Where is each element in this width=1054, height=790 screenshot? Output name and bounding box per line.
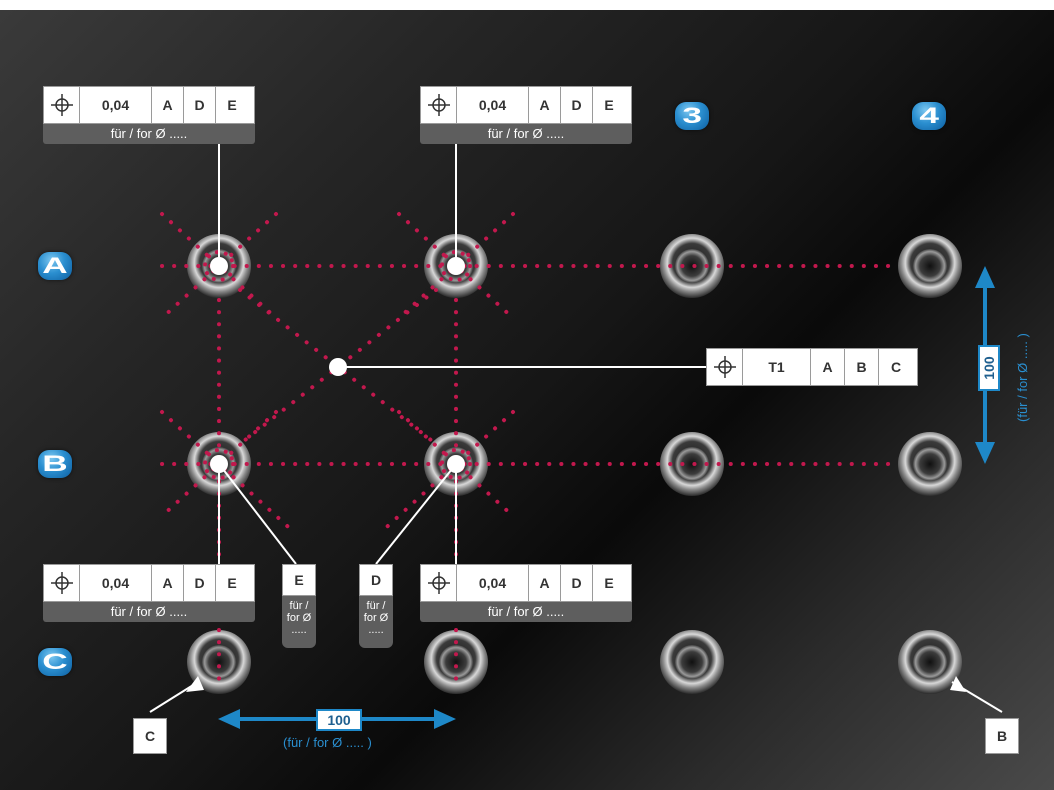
fcf-datum-1: A <box>811 349 845 385</box>
position-tolerance-icon <box>44 87 80 123</box>
fcf-datum-3: C <box>890 359 902 375</box>
bushings <box>187 234 962 694</box>
row-label-a: A <box>42 253 68 278</box>
fcf-tolerance: 0,04 <box>80 87 152 123</box>
fcf-center: T1 A B C <box>706 348 918 386</box>
position-tolerance-icon <box>707 349 743 385</box>
dimension-arrows <box>218 266 995 729</box>
note-line: für / <box>366 600 386 612</box>
dim-horizontal-arrow-right <box>434 709 456 729</box>
fcf-datum-2: D <box>184 87 216 123</box>
row-badge-c: C <box>38 648 72 676</box>
row-badge-a: A <box>38 252 72 280</box>
feature-points <box>186 257 966 692</box>
leader-b2-d <box>375 463 457 565</box>
fcf-top-left: 0,04 A D E <box>43 86 255 124</box>
note-line: ..... <box>291 624 307 636</box>
dotted-lines <box>160 212 902 692</box>
dotted-diagonal-1 <box>238 288 438 446</box>
bushing-a4 <box>898 234 962 298</box>
dotted-star-a2-1 <box>397 212 515 320</box>
fcf-tolerance: 0,04 <box>80 565 152 601</box>
row-badge-b: B <box>38 450 72 478</box>
datum-d-label: D <box>359 564 393 596</box>
datum-e-note: für / for Ø ..... <box>282 596 316 648</box>
fcf-datum-2: D <box>561 87 593 123</box>
fcf-datum-2: D <box>561 565 593 601</box>
dim-vertical-value: 100 <box>978 345 1000 391</box>
dotted-ring-b2 <box>440 448 472 480</box>
arrowhead-b <box>950 676 966 692</box>
point-center <box>329 358 347 376</box>
datum-d-note: für / for Ø ..... <box>359 596 393 648</box>
fcf-datum-1: A <box>529 565 561 601</box>
bushing-b3 <box>660 432 724 496</box>
fcf-note: für / for Ø ..... <box>43 124 255 144</box>
dim-vertical-note: (für / for Ø ..... ) <box>1015 333 1030 422</box>
leader-lines <box>149 142 1003 713</box>
fcf-bottom-left: 0,04 A D E <box>43 564 255 602</box>
note-line: for Ø <box>286 612 312 624</box>
fcf-tolerance: T1 <box>743 349 811 385</box>
column-badge-4: 4 <box>912 102 946 130</box>
position-tolerance-icon <box>421 565 457 601</box>
point-b1 <box>210 455 228 473</box>
dotted-star-a1-2 <box>160 212 278 320</box>
dim-horizontal-value: 100 <box>316 709 362 731</box>
bushing-b4 <box>898 432 962 496</box>
dotted-ring-b1 <box>203 448 235 480</box>
note-line: für / <box>289 600 309 612</box>
fcf-tolerance: 0,04 <box>457 565 529 601</box>
arrowhead-c <box>186 676 204 692</box>
row-label-b: B <box>42 451 68 476</box>
column-label-3: 3 <box>682 103 702 128</box>
fcf-datum-2: B <box>845 349 879 385</box>
dotted-star-a1-1 <box>160 212 278 320</box>
dotted-star-b1-2 <box>160 410 278 518</box>
fcf-note: für / for Ø ..... <box>420 124 632 144</box>
point-b2 <box>447 455 465 473</box>
fcf-note: für / for Ø ..... <box>43 602 255 622</box>
point-a1 <box>210 257 228 275</box>
dotted-star-b2-1 <box>397 410 515 518</box>
fcf-datum-1: A <box>152 565 184 601</box>
position-tolerance-icon <box>421 87 457 123</box>
datum-e-label: E <box>282 564 316 596</box>
dim-vertical-arrow-top <box>975 266 995 288</box>
fcf-tolerance: 0,04 <box>457 87 529 123</box>
point-a2 <box>447 257 465 275</box>
fcf-datum-3: E <box>604 575 614 591</box>
fcf-datum-3: E <box>227 575 237 591</box>
row-label-c: C <box>42 649 68 674</box>
corner-label-c: C <box>133 718 167 754</box>
corner-label-b: B <box>985 718 1019 754</box>
note-line: for Ø <box>363 612 389 624</box>
dim-horizontal-note: (für / for Ø ..... ) <box>283 735 372 750</box>
bushing-c2 <box>424 630 488 694</box>
position-tolerance-icon <box>44 565 80 601</box>
fcf-datum-1: A <box>152 87 184 123</box>
bushing-c1 <box>187 630 251 694</box>
fcf-datum-2: D <box>184 565 216 601</box>
bushing-c4 <box>898 630 962 694</box>
fcf-datum-1: A <box>529 87 561 123</box>
dotted-star-a2-2 <box>397 212 515 320</box>
fcf-datum-3: E <box>604 97 614 113</box>
dim-vertical-arrow-bottom <box>975 442 995 464</box>
column-badge-3: 3 <box>675 102 709 130</box>
note-line: ..... <box>368 624 384 636</box>
dotted-diagonal-2 <box>238 288 438 446</box>
fcf-top-right: 0,04 A D E <box>420 86 632 124</box>
fcf-bottom-right: 0,04 A D E <box>420 564 632 602</box>
bushing-c3 <box>660 630 724 694</box>
bushing-a3 <box>660 234 724 298</box>
fcf-note: für / for Ø ..... <box>420 602 632 622</box>
column-label-4: 4 <box>919 103 939 128</box>
leader-b1-e <box>218 463 297 565</box>
dim-horizontal-arrow-left <box>218 709 240 729</box>
fcf-datum-3: E <box>227 97 237 113</box>
